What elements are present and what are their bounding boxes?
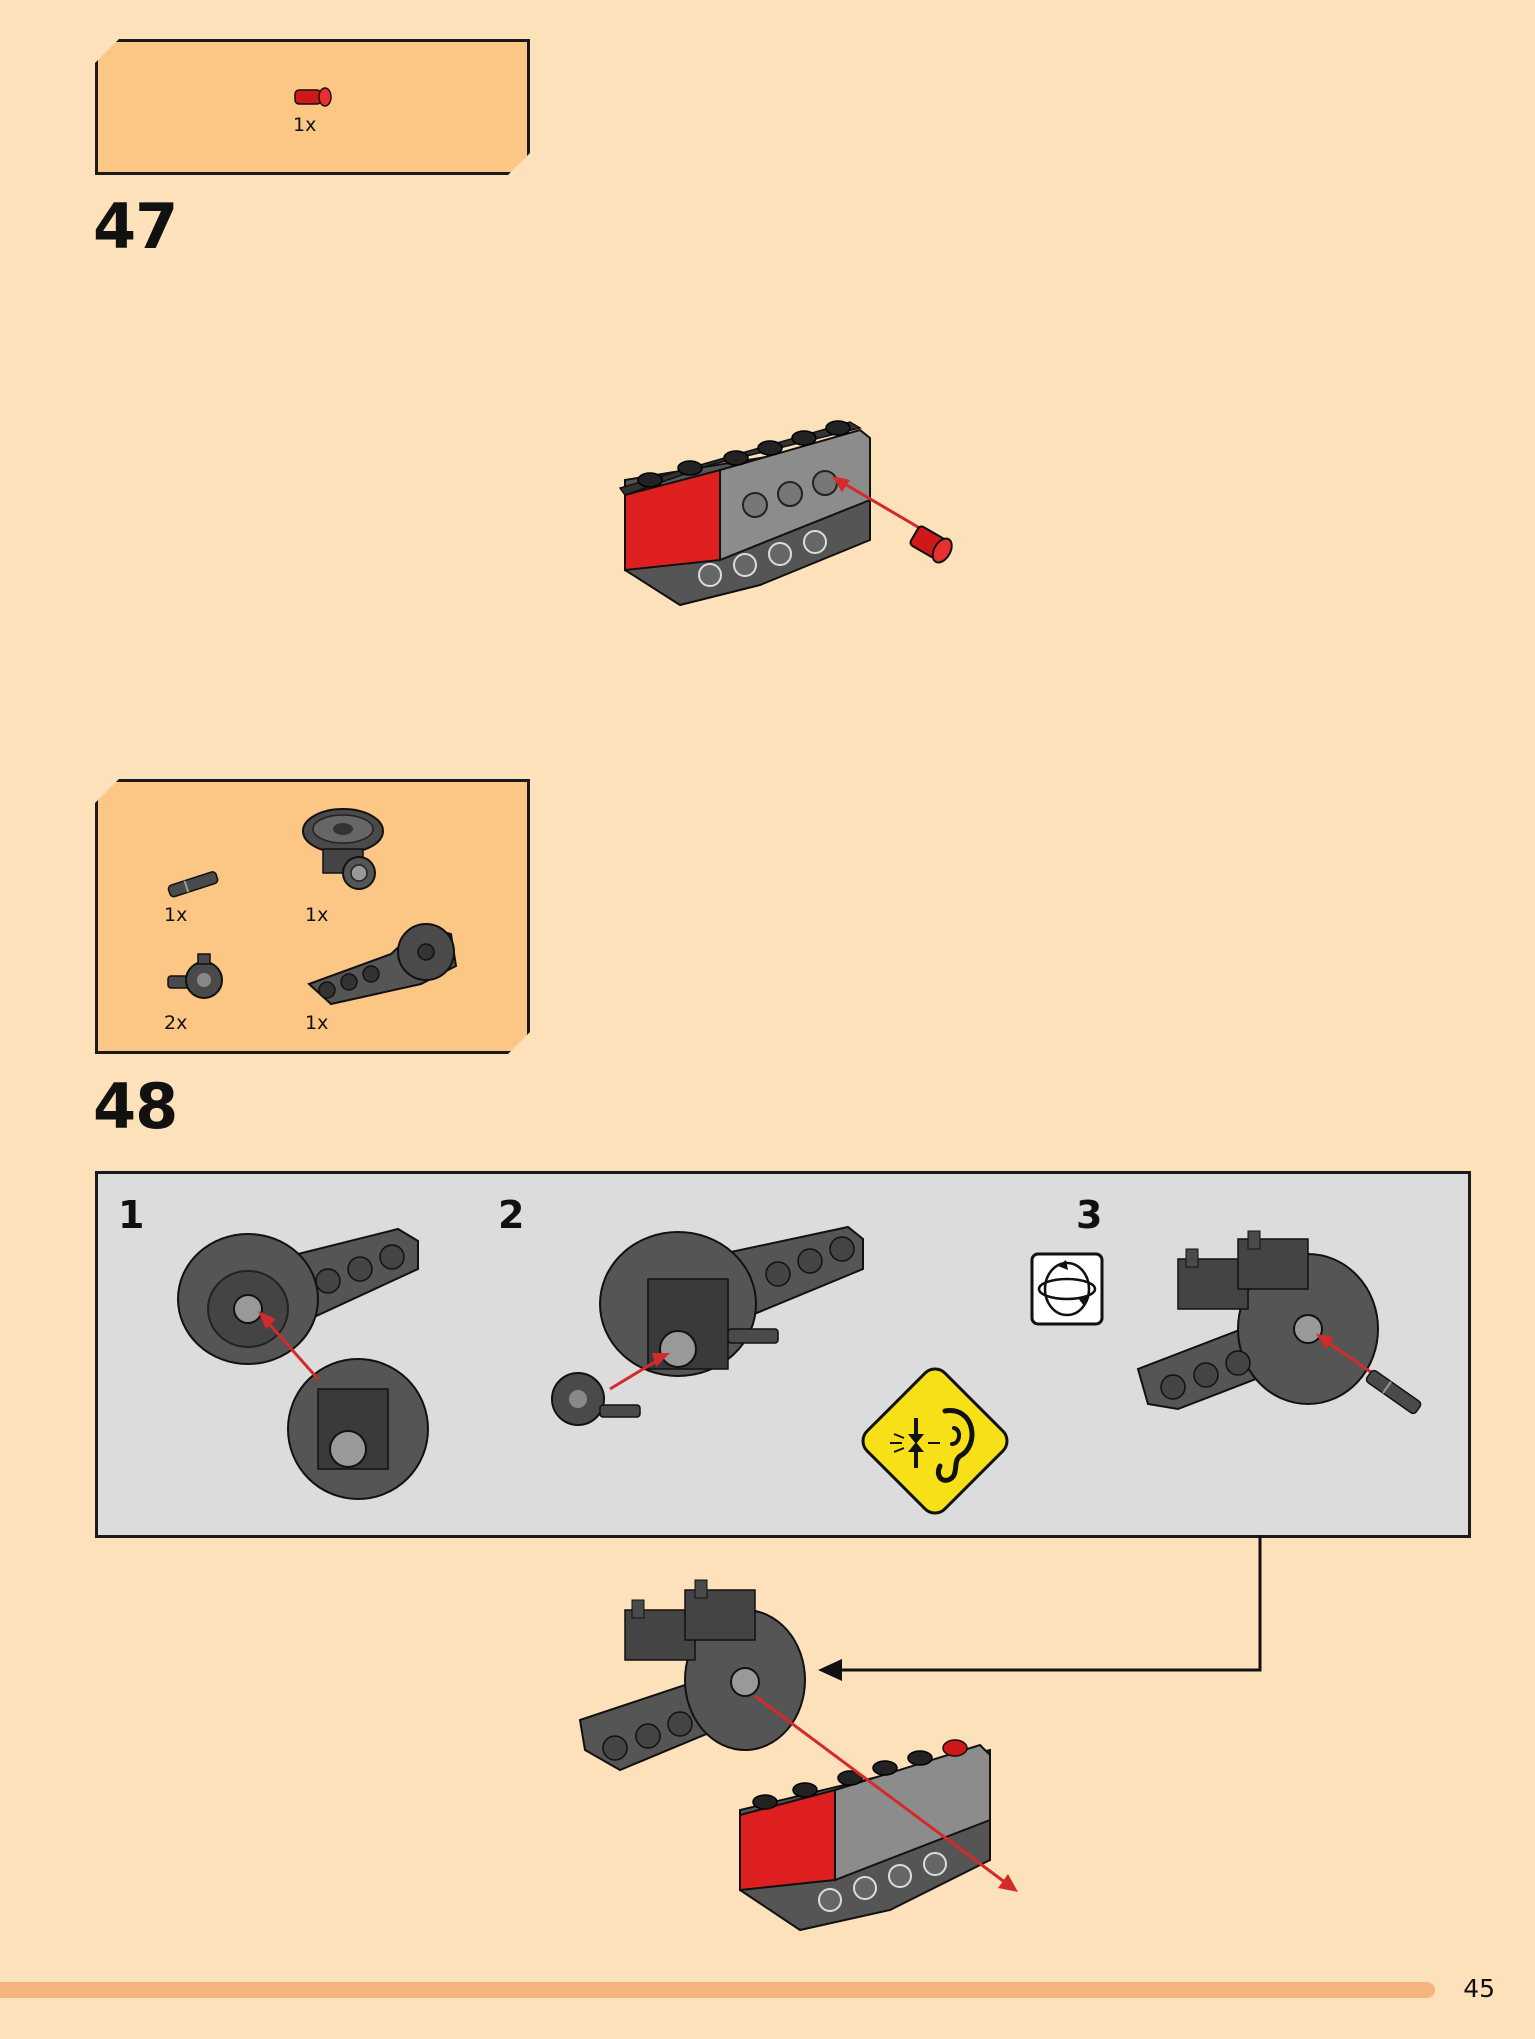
beam-with-disc-icon — [301, 914, 461, 1006]
page-footer-bar — [0, 1982, 1435, 1998]
part-qty: 1x — [305, 1012, 329, 1034]
part-qty: 2x — [164, 1012, 188, 1034]
step-number-47: 47 — [93, 190, 178, 263]
red-pin-icon — [291, 82, 341, 112]
substep-label-3: 3 — [1076, 1193, 1103, 1237]
substep-label-1: 1 — [118, 1193, 145, 1237]
step48-final-assembly-illustration — [578, 1579, 1018, 1932]
gray-axle-pin-icon — [164, 869, 224, 899]
part-qty: 1x — [293, 114, 317, 136]
substep2-illustration — [551, 1225, 864, 1426]
turntable-icon — [301, 803, 391, 895]
rotate-model-icon — [1030, 1252, 1104, 1326]
step48-parts-box: 1x 1x 2x 1x — [95, 779, 530, 1054]
callout-connector-arrow — [818, 1535, 1262, 1681]
step-number-48: 48 — [93, 1070, 178, 1143]
substep1-illustration — [177, 1227, 429, 1500]
part-qty: 1x — [164, 904, 188, 926]
step47-assembly-illustration — [618, 420, 953, 607]
part-qty: 1x — [305, 904, 329, 926]
click-sound-warning-icon — [861, 1367, 1009, 1515]
connector-hub-icon — [160, 950, 236, 1010]
step47-parts-box: 1x — [95, 39, 530, 175]
substep-label-2: 2 — [498, 1193, 525, 1237]
page-number: 45 — [1463, 1974, 1495, 2003]
substeps-box: 1 2 3 — [95, 1171, 1471, 1538]
substep3-illustration — [1136, 1230, 1422, 1415]
